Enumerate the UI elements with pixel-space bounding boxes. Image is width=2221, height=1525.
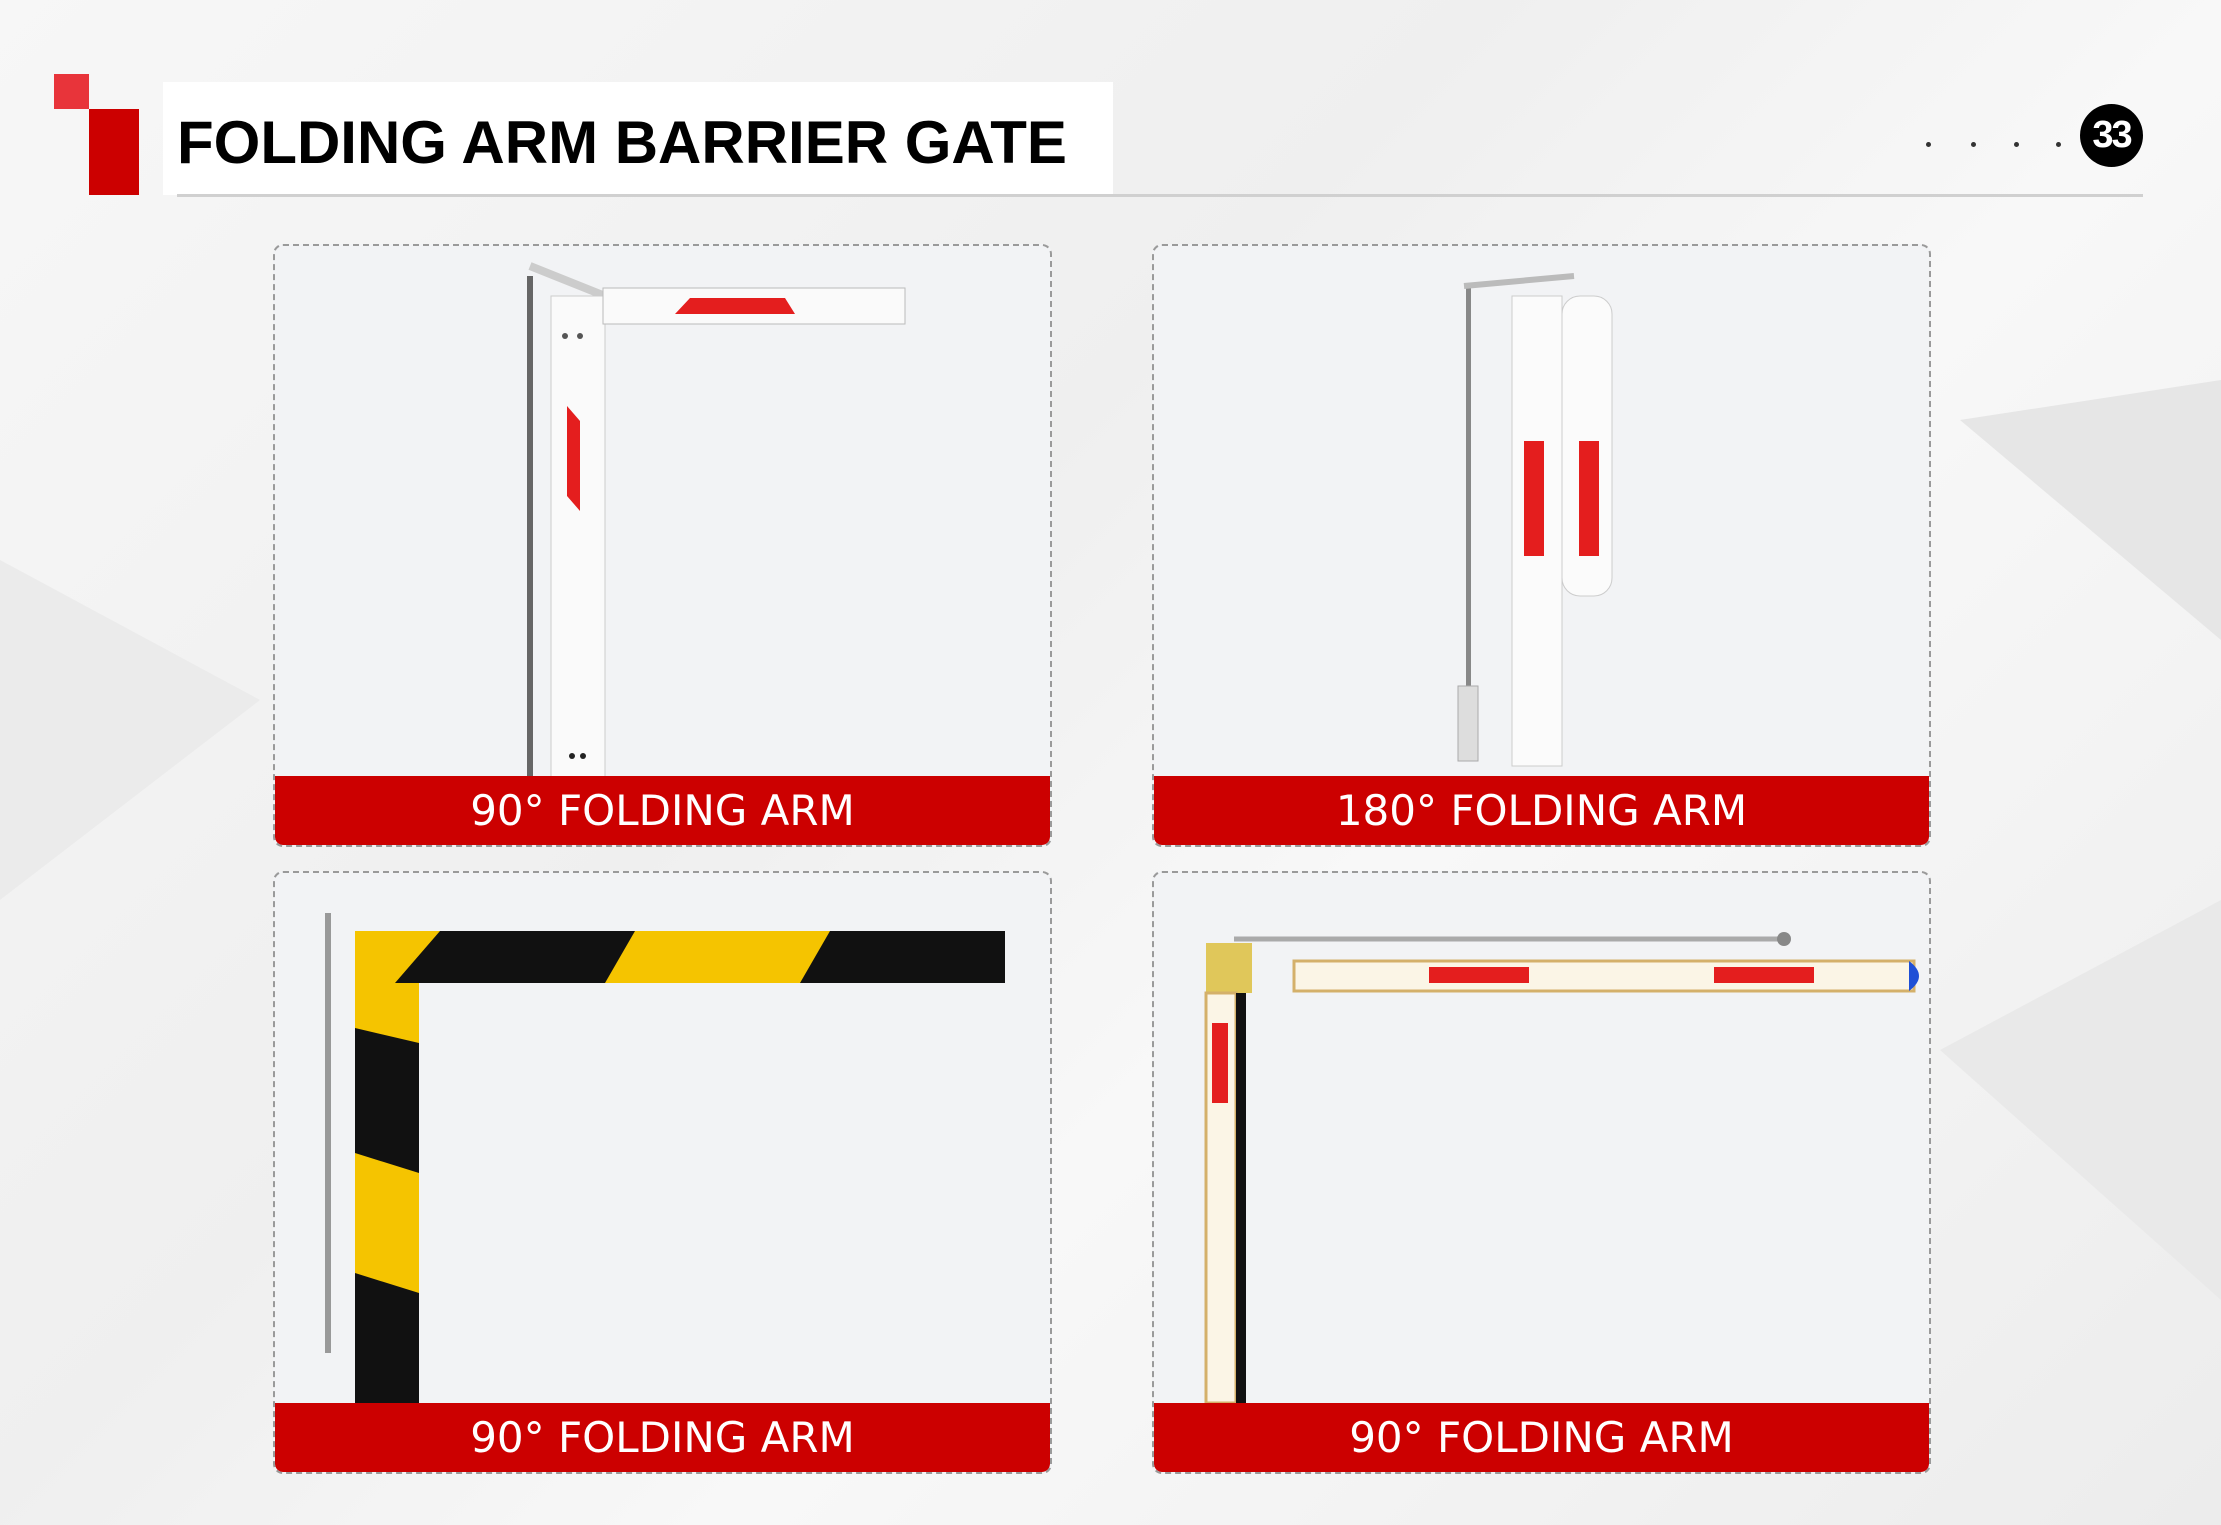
- telescopic-90-folding-arm-image: [1204, 932, 1919, 1405]
- product-card-90-telescopic: 90° FOLDING ARM: [1152, 871, 1931, 1474]
- header-dot: [1971, 142, 1976, 147]
- white-180-folding-arm-image: [1457, 273, 1613, 767]
- title-background: [163, 82, 1113, 195]
- page-number-badge: 33: [2080, 104, 2143, 167]
- product-card-90-white: 90° FOLDING ARM: [273, 244, 1052, 847]
- card-label: 90° FOLDING ARM: [275, 1403, 1050, 1472]
- card-label: 90° FOLDING ARM: [1154, 1403, 1929, 1472]
- yellow-black-90-folding-arm-image: [325, 913, 1005, 1413]
- header-accent-bar: [89, 109, 139, 195]
- card-label: 180° FOLDING ARM: [1154, 776, 1929, 845]
- card-label: 90° FOLDING ARM: [275, 776, 1050, 845]
- product-card-180-white: 180° FOLDING ARM: [1152, 244, 1931, 847]
- white-90-folding-arm-image: [527, 262, 906, 786]
- header-dot: [2056, 142, 2061, 147]
- header-dot: [1926, 142, 1931, 147]
- header-dot: [2014, 142, 2019, 147]
- header-divider: [177, 194, 2143, 197]
- header-accent-square: [54, 74, 89, 109]
- page-title: FOLDING ARM BARRIER GATE: [177, 109, 1067, 176]
- product-card-90-yellow-black: 90° FOLDING ARM: [273, 871, 1052, 1474]
